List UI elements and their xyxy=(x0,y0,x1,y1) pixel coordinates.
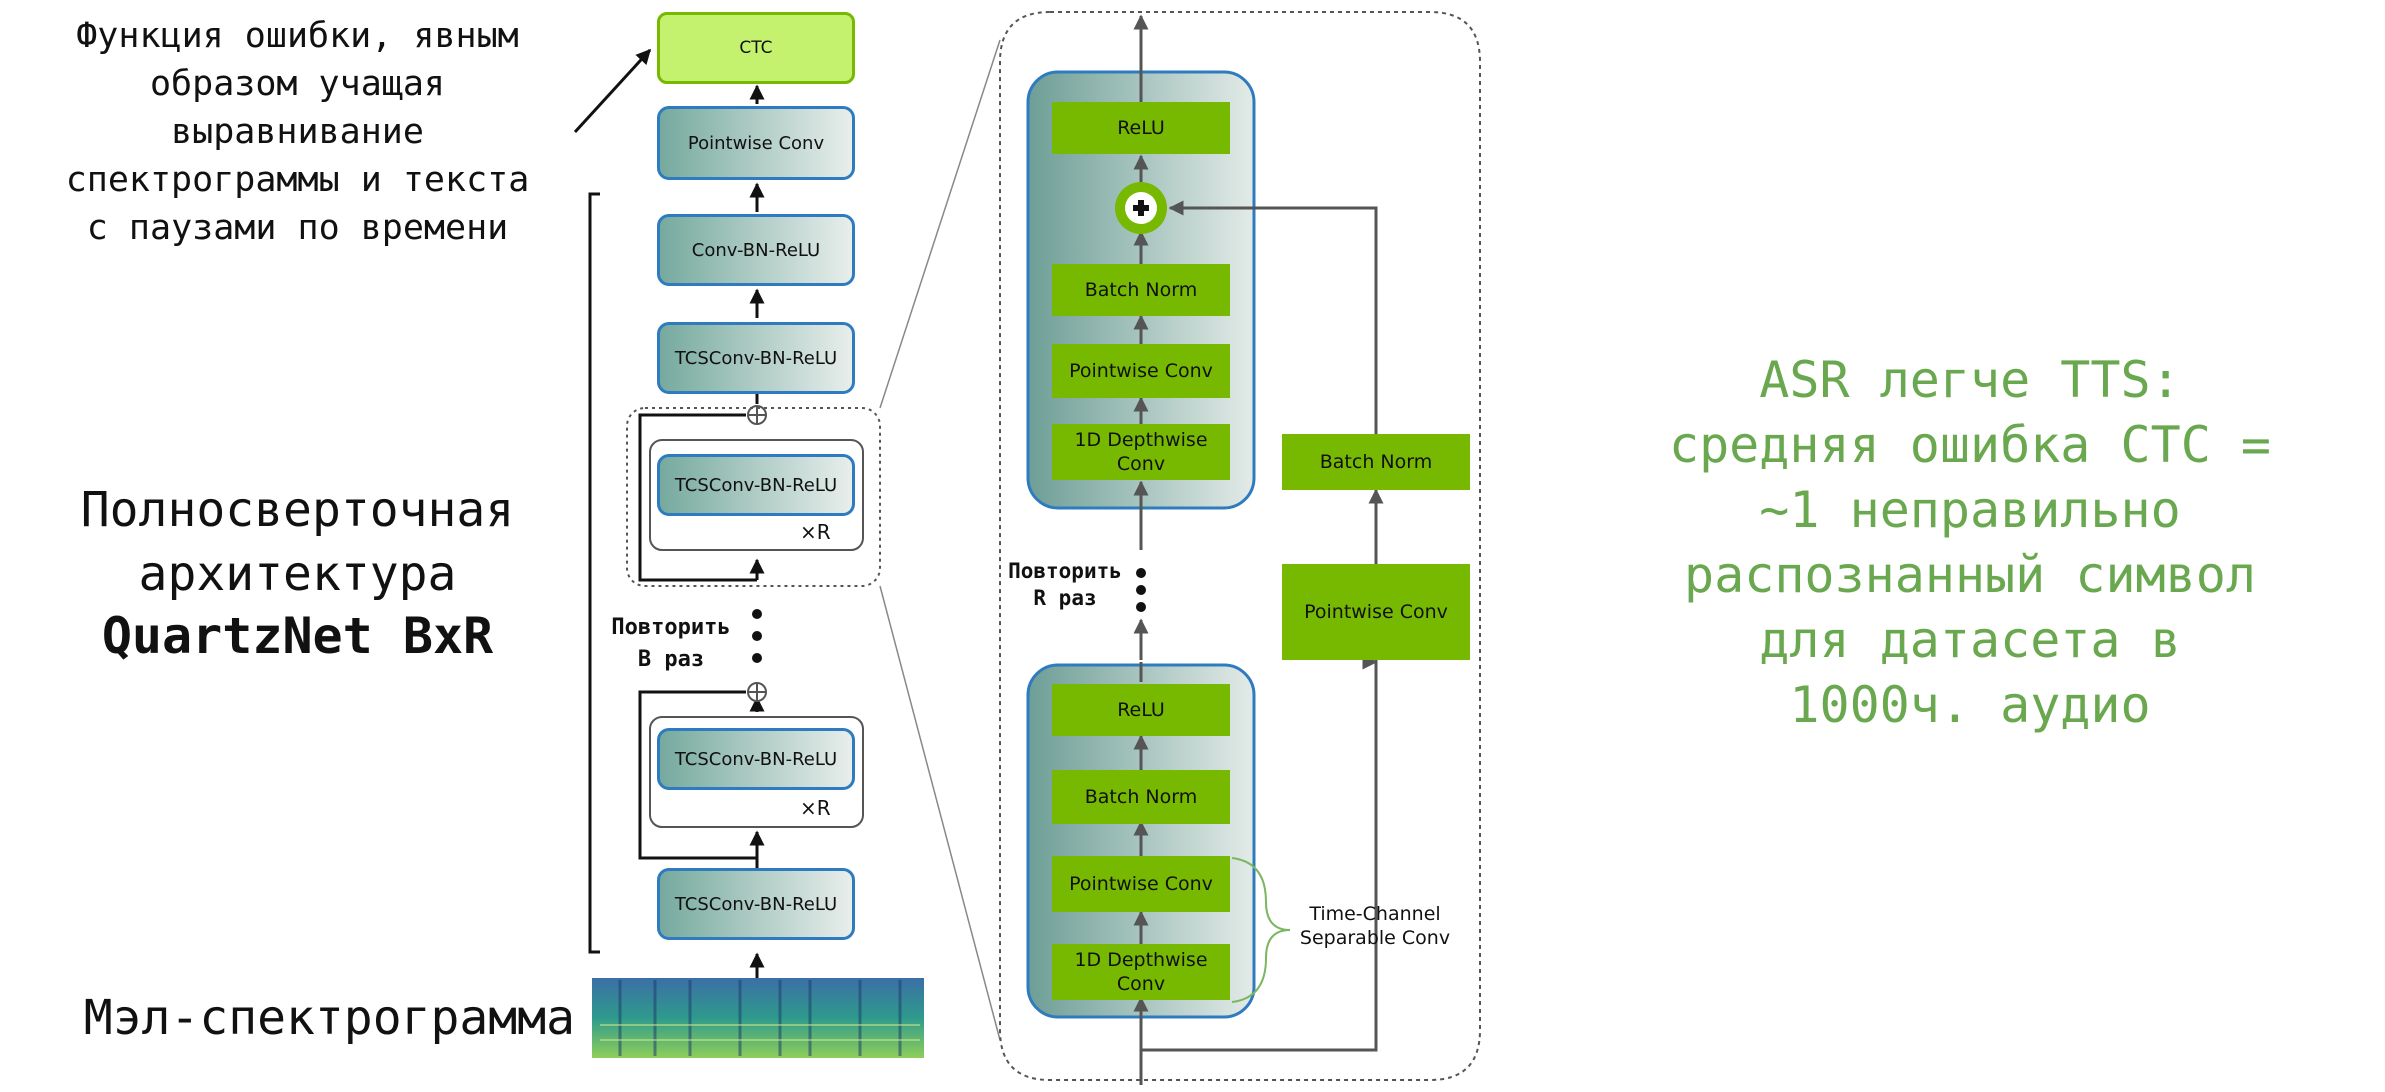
tcs-brace xyxy=(1231,857,1291,1003)
pointwise-conv-block: Pointwise Conv xyxy=(657,106,855,180)
detail-arrows xyxy=(1133,14,1384,1085)
zoom-lines xyxy=(879,39,1001,1041)
residual-add-icon xyxy=(1115,182,1167,234)
architecture-title: Полносверточная архитектура xyxy=(80,482,515,602)
detail-relu-top: ReLU xyxy=(1052,102,1230,154)
repeat-b-label: Повторить B раз xyxy=(611,615,731,672)
architecture-name: QuartzNet BxR xyxy=(101,607,494,665)
residual-pointwise-conv: Pointwise Conv xyxy=(1282,564,1470,660)
asr-vs-tts-note: ASR легче TTS: средняя ошибка CTC = ~1 н… xyxy=(1668,351,2272,734)
times-r-label: ×R xyxy=(800,520,831,544)
tcs-conv-bn-relu-repeat-block: TCSConv-BN-ReLU xyxy=(657,728,855,790)
detail-depthwise-conv-bottom: 1D Depthwise Conv xyxy=(1052,944,1230,1000)
tcs-conv-bn-relu-top-block: TCSConv-BN-ReLU xyxy=(657,322,855,394)
stack-arrows xyxy=(573,48,765,978)
detail-batch-norm-top: Batch Norm xyxy=(1052,264,1230,316)
detail-depthwise-conv-top: 1D Depthwise Conv xyxy=(1052,424,1230,480)
conv-bn-relu-block: Conv-BN-ReLU xyxy=(657,214,855,286)
detail-batch-norm-bottom: Batch Norm xyxy=(1052,770,1230,824)
tcs-conv-bn-relu-bottom-block: TCSConv-BN-ReLU xyxy=(657,868,855,940)
stack-add-nodes xyxy=(747,405,767,702)
detail-relu-bottom: ReLU xyxy=(1052,684,1230,736)
mel-spectrogram-image xyxy=(592,978,924,1058)
tcs-conv-bn-relu-repeat-block: TCSConv-BN-ReLU xyxy=(657,454,855,516)
detail-pointwise-conv-bottom: Pointwise Conv xyxy=(1052,856,1230,912)
architecture-bracket xyxy=(588,192,600,954)
tcs-conv-label: Time-Channel Separable Conv xyxy=(1299,903,1451,949)
repeat-block-highlight xyxy=(626,407,881,587)
mel-spectrogram-label: Мэл-спектрограмма xyxy=(83,990,575,1046)
loss-function-note: Функция ошибки, явным образом учащая выр… xyxy=(65,16,530,248)
repeat-b-dots xyxy=(752,609,762,663)
repeat-r-label: Повторить R раз xyxy=(1008,559,1122,610)
residual-batch-norm: Batch Norm xyxy=(1282,434,1470,490)
ctc-block: CTC xyxy=(657,12,855,84)
repeat-r-dots xyxy=(1136,568,1146,612)
detail-pointwise-conv-top: Pointwise Conv xyxy=(1052,344,1230,398)
times-r-label: ×R xyxy=(800,796,831,820)
